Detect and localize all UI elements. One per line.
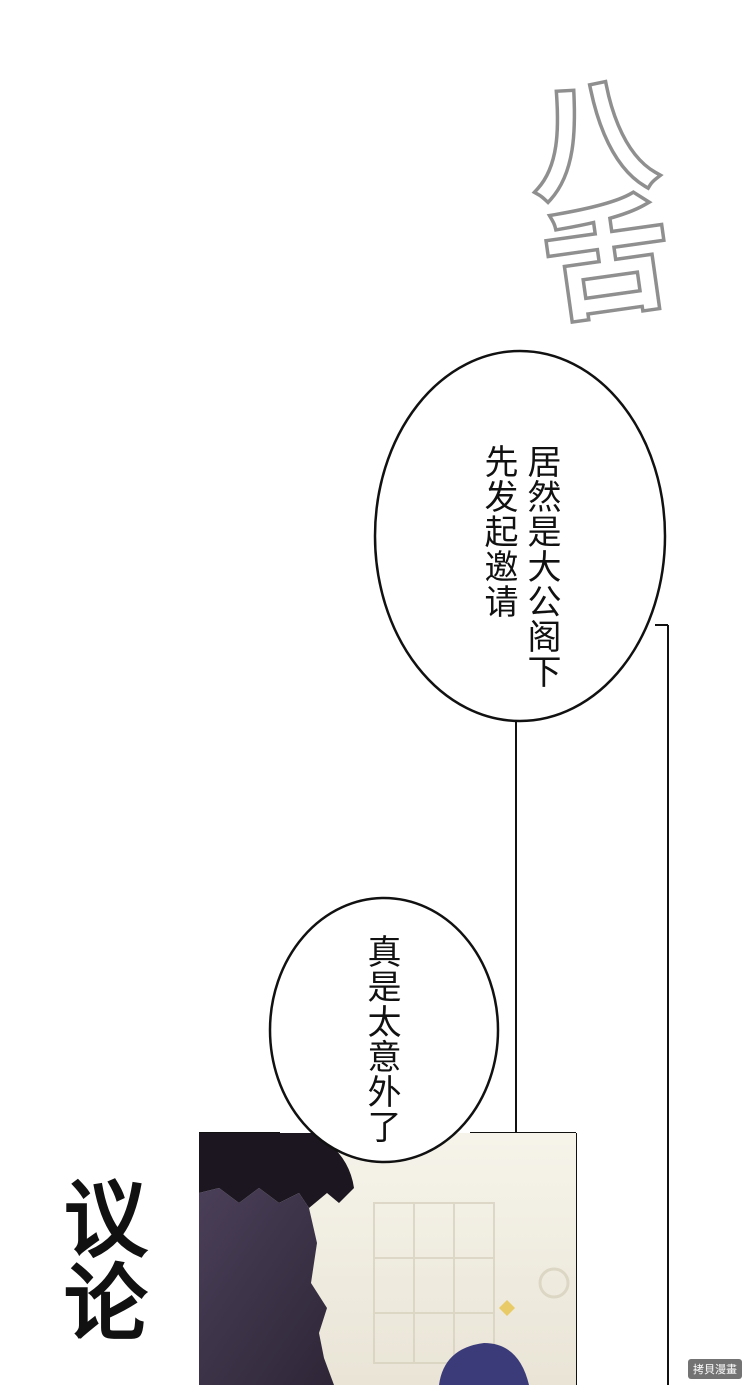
- watermark-text: 拷貝漫畫: [688, 1359, 742, 1379]
- sfx-bottom-text: 议论: [50, 1175, 150, 1343]
- panel-illustration: [199, 1133, 576, 1385]
- sfx-top-text: 八舌: [497, 63, 681, 332]
- bubble-1-line-2: 先发起邀请: [478, 444, 518, 619]
- speech-bubble-1: [373, 349, 667, 723]
- bubble-2-line-1: 真是太意外了: [361, 934, 401, 1144]
- speech-bubble-2: [268, 896, 500, 1164]
- bubble-1-line-1: 居然是大公阁下: [521, 444, 561, 689]
